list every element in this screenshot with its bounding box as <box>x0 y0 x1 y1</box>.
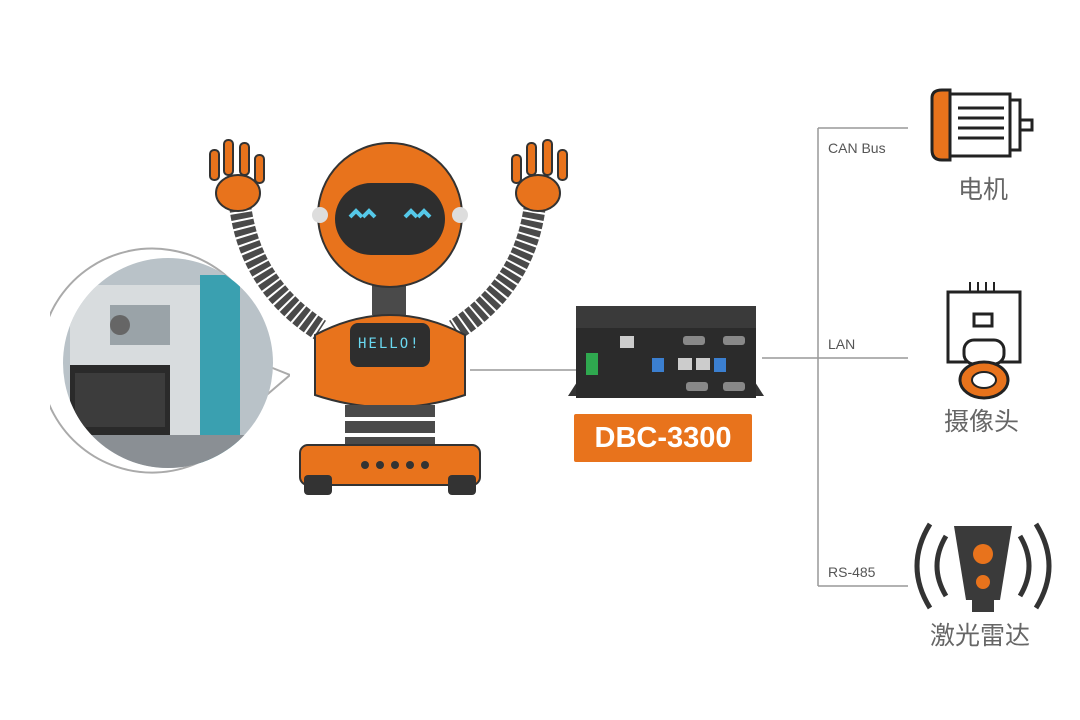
installation-photo-bubble <box>50 247 290 474</box>
lidar-icon <box>914 522 1052 612</box>
robot-screen-text: HELLO! <box>358 336 421 352</box>
dbc-3300-device-image <box>568 306 764 398</box>
device-label-camera: 摄像头 <box>944 407 1020 436</box>
device-model-label: DBC-3300 <box>574 414 752 462</box>
device-label-lidar: 激光雷达 <box>930 621 1031 650</box>
motor-icon <box>930 88 1034 162</box>
camera-icon <box>946 282 1022 400</box>
device-label-motor: 电机 <box>958 175 1009 204</box>
bus-label-lan: LAN <box>828 336 856 352</box>
bus-label-rs485: RS-485 <box>828 564 876 580</box>
bus-label-can: CAN Bus <box>828 140 886 156</box>
robot-illustration <box>209 139 568 495</box>
